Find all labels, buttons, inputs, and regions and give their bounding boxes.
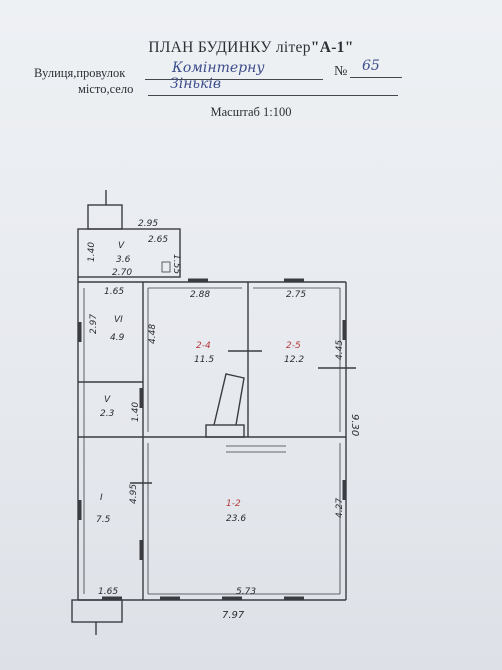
scale-label: Масштаб 1:100 [210, 105, 292, 119]
dim-2-97: 2.97 [89, 314, 99, 334]
room-ii-area: 2.3 [100, 409, 115, 419]
city-value: Зіньків [170, 76, 222, 92]
room-vi-area: 4.9 [110, 333, 125, 343]
city-label: місто,село [78, 82, 134, 96]
room-v-walls [77, 228, 181, 278]
document-title: ПЛАН БУДИНКУ літер"А-1" [0, 39, 502, 57]
dim-1-65b: 1.65 [98, 587, 118, 597]
dim-9-30: 9.30 [349, 414, 360, 436]
dim-4-48: 4.48 [148, 324, 158, 344]
dim-5-73: 5.73 [236, 587, 256, 597]
dim-2-65: 2.65 [148, 235, 168, 245]
dim-1-40a: 1.40 [87, 242, 97, 262]
stove [205, 424, 245, 438]
room-v-area: 3.6 [116, 255, 131, 265]
street-value: Комінтерну [172, 60, 265, 76]
porch-bottom [71, 599, 123, 623]
porch-top [87, 204, 123, 230]
street-label: Вулиця,провулок [34, 66, 126, 80]
dim-2-70: 2.70 [112, 268, 132, 278]
dim-2-88: 2.88 [190, 290, 210, 300]
dim-1-55: 1.55 [171, 254, 181, 274]
room-25-area: 12.2 [284, 355, 304, 365]
dim-7-97: 7.97 [222, 610, 245, 621]
room-24-id: 2-4 [196, 341, 211, 351]
dim-4-95: 4.95 [129, 484, 139, 504]
room-vi-id: VI [114, 315, 123, 325]
dim-2-95: 2.95 [138, 219, 158, 229]
dim-4-27: 4.27 [335, 498, 345, 518]
number-value: 65 [362, 58, 380, 74]
dim-2-75: 2.75 [286, 290, 306, 300]
dim-1-40b: 1.40 [131, 402, 141, 422]
dim-1-65a: 1.65 [104, 287, 124, 297]
street-underline [145, 79, 323, 80]
number-underline [350, 77, 402, 78]
number-label: № [334, 64, 348, 79]
room-ii-id: V [104, 395, 111, 405]
room-v-id: V [118, 241, 125, 251]
title-prefix: ПЛАН БУДИНКУ літер [148, 39, 311, 56]
title-letter: "А-1" [310, 39, 354, 56]
room-12-area: 23.6 [226, 514, 246, 524]
room-i-area: 7.5 [96, 515, 111, 525]
meter-box [161, 261, 171, 273]
room-i-id: I [100, 493, 103, 503]
city-underline [148, 95, 398, 96]
room-24-area: 11.5 [194, 355, 214, 365]
room-12-id: 1-2 [226, 499, 241, 509]
dim-4-45: 4.45 [335, 340, 345, 360]
room-25-id: 2-5 [286, 341, 301, 351]
